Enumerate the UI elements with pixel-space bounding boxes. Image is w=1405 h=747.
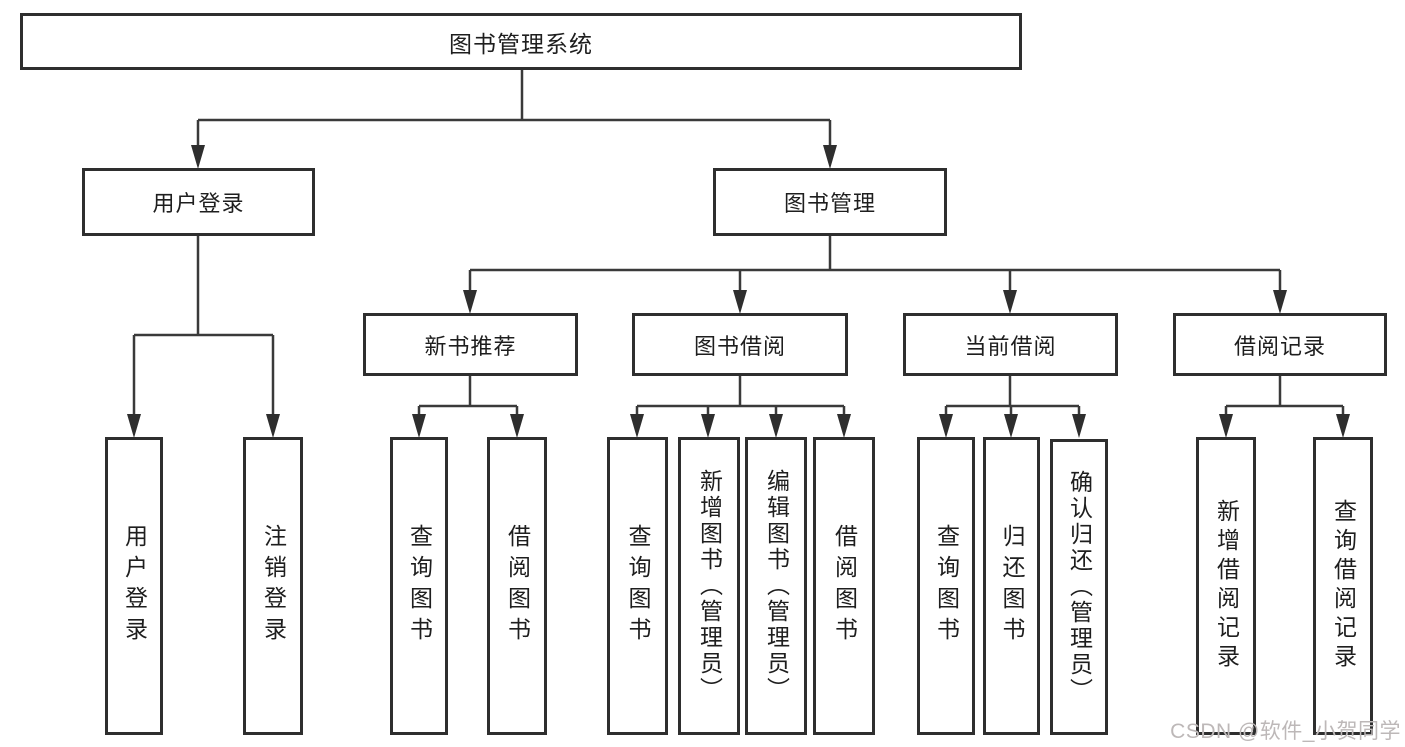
node-leaf-current-confirm: 确认归还（管理员）	[1050, 439, 1108, 735]
node-current-borrow-label: 当前借阅	[964, 333, 1057, 359]
node-leaf-user-login-label: 用户登录	[121, 524, 148, 648]
node-leaf-borrowing-edit: 编辑图书（管理员）	[745, 437, 807, 735]
node-borrow-records-label: 借阅记录	[1233, 333, 1326, 359]
node-user-login: 用户登录	[82, 168, 315, 236]
node-leaf-borrowing-add: 新增图书（管理员）	[678, 437, 740, 735]
node-book-borrow-label: 图书借阅	[693, 333, 786, 359]
node-leaf-borrowing-query: 查询图书	[607, 437, 668, 735]
node-leaf-current-return-label: 归还图书	[999, 524, 1025, 648]
node-leaf-logout-label: 注销登录	[260, 524, 287, 648]
node-leaf-borrowing-edit-label: 编辑图书（管理员）	[763, 469, 790, 703]
node-leaf-newbooks-query: 查询图书	[390, 437, 448, 735]
node-leaf-current-return: 归还图书	[983, 437, 1040, 735]
node-root-label: 图书管理系统	[449, 30, 593, 57]
node-user-login-label: 用户登录	[152, 191, 245, 216]
node-leaf-user-login: 用户登录	[105, 437, 163, 735]
node-leaf-current-confirm-label: 确认归还（管理员）	[1066, 470, 1093, 704]
node-leaf-current-query-label: 查询图书	[933, 524, 960, 648]
node-leaf-newbooks-borrow-label: 借阅图书	[504, 524, 531, 648]
node-leaf-borrowing-add-label: 新增图书（管理员）	[696, 469, 723, 703]
node-leaf-records-add: 新增借阅记录	[1196, 437, 1256, 735]
node-leaf-records-query: 查询借阅记录	[1313, 437, 1373, 735]
node-leaf-records-query-label: 查询借阅记录	[1330, 499, 1357, 673]
node-new-book-rec-label: 新书推荐	[424, 333, 517, 359]
node-new-book-rec: 新书推荐	[363, 313, 578, 376]
node-leaf-newbooks-query-label: 查询图书	[406, 524, 433, 648]
node-book-borrow: 图书借阅	[632, 313, 848, 376]
node-current-borrow: 当前借阅	[903, 313, 1118, 376]
node-leaf-records-add-label: 新增借阅记录	[1213, 499, 1240, 673]
node-book-mgmt: 图书管理	[713, 168, 947, 236]
node-leaf-logout: 注销登录	[243, 437, 303, 735]
csdn-watermark: CSDN @软件_小贺同学	[1170, 720, 1401, 743]
node-root: 图书管理系统	[20, 13, 1022, 70]
node-leaf-borrowing-borrow-label: 借阅图书	[831, 524, 858, 648]
node-leaf-current-query: 查询图书	[917, 437, 975, 735]
node-leaf-borrowing-query-label: 查询图书	[625, 524, 651, 648]
node-book-mgmt-label: 图书管理	[783, 191, 876, 216]
node-leaf-borrowing-borrow: 借阅图书	[813, 437, 875, 735]
node-borrow-records: 借阅记录	[1173, 313, 1387, 376]
node-leaf-newbooks-borrow: 借阅图书	[487, 437, 547, 735]
